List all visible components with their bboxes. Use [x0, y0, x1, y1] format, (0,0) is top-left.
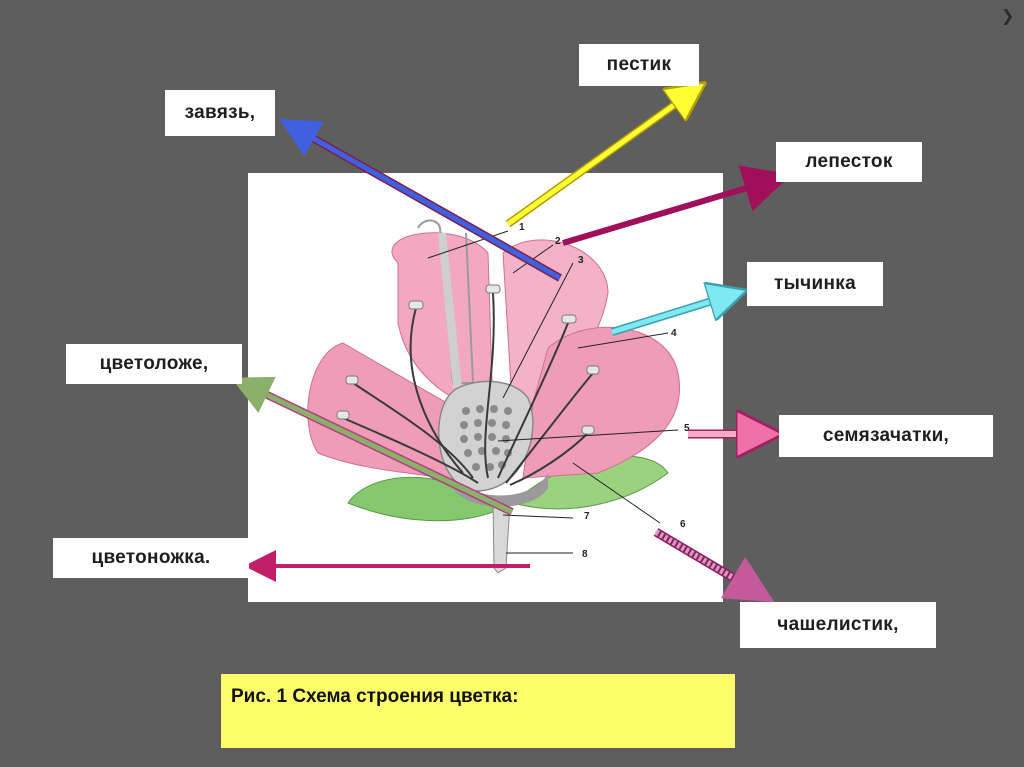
- pistil-style-fill: [438, 233, 462, 388]
- number-6: 6: [680, 519, 686, 530]
- label-tychinka: тычинка: [747, 262, 883, 306]
- number-5: 5: [684, 423, 690, 434]
- arrow-tychinka: [611, 293, 738, 335]
- slide-corner-chevron-icon: ❯: [1001, 8, 1015, 25]
- stamen-anthers: [336, 284, 600, 435]
- stamen-filaments: [342, 292, 594, 486]
- petal-right: [522, 326, 680, 479]
- label-cvetonozhka: цветоножка.: [53, 538, 249, 578]
- number-7: 7: [584, 511, 590, 522]
- number-4: 4: [671, 328, 677, 339]
- number-1: 1: [519, 222, 525, 233]
- number-3: 3: [578, 255, 584, 266]
- pointer-lines: [427, 230, 679, 554]
- flower-diagram-panel: 1 2 3 4 5 6 7 8: [248, 173, 723, 602]
- flower-illustration: 1 2 3 4 5 6 7 8: [307, 219, 690, 574]
- label-zavyaz: завязь,: [165, 90, 275, 136]
- label-chashelistik: чашелистик,: [740, 602, 936, 648]
- arrow-cvetolozhe: [230, 376, 514, 515]
- caption-text: Рис. 1 Схема строения цветка:: [231, 686, 519, 707]
- label-semyazachatki: семязачатки,: [779, 415, 993, 457]
- arrow-lepestok: [562, 165, 792, 246]
- label-lepestok: лепесток: [776, 142, 922, 182]
- number-2: 2: [555, 236, 561, 247]
- number-8: 8: [582, 549, 588, 560]
- arrow-zavyaz: [279, 119, 562, 281]
- arrow-chashelistik: [654, 529, 775, 603]
- ovules: [460, 405, 512, 471]
- label-cvetolozhe: цветоложе,: [66, 344, 242, 384]
- arrow-pestik: [506, 88, 698, 227]
- figure-caption: Рис. 1 Схема строения цветка:: [221, 674, 735, 748]
- label-pestik: пестик: [579, 44, 699, 86]
